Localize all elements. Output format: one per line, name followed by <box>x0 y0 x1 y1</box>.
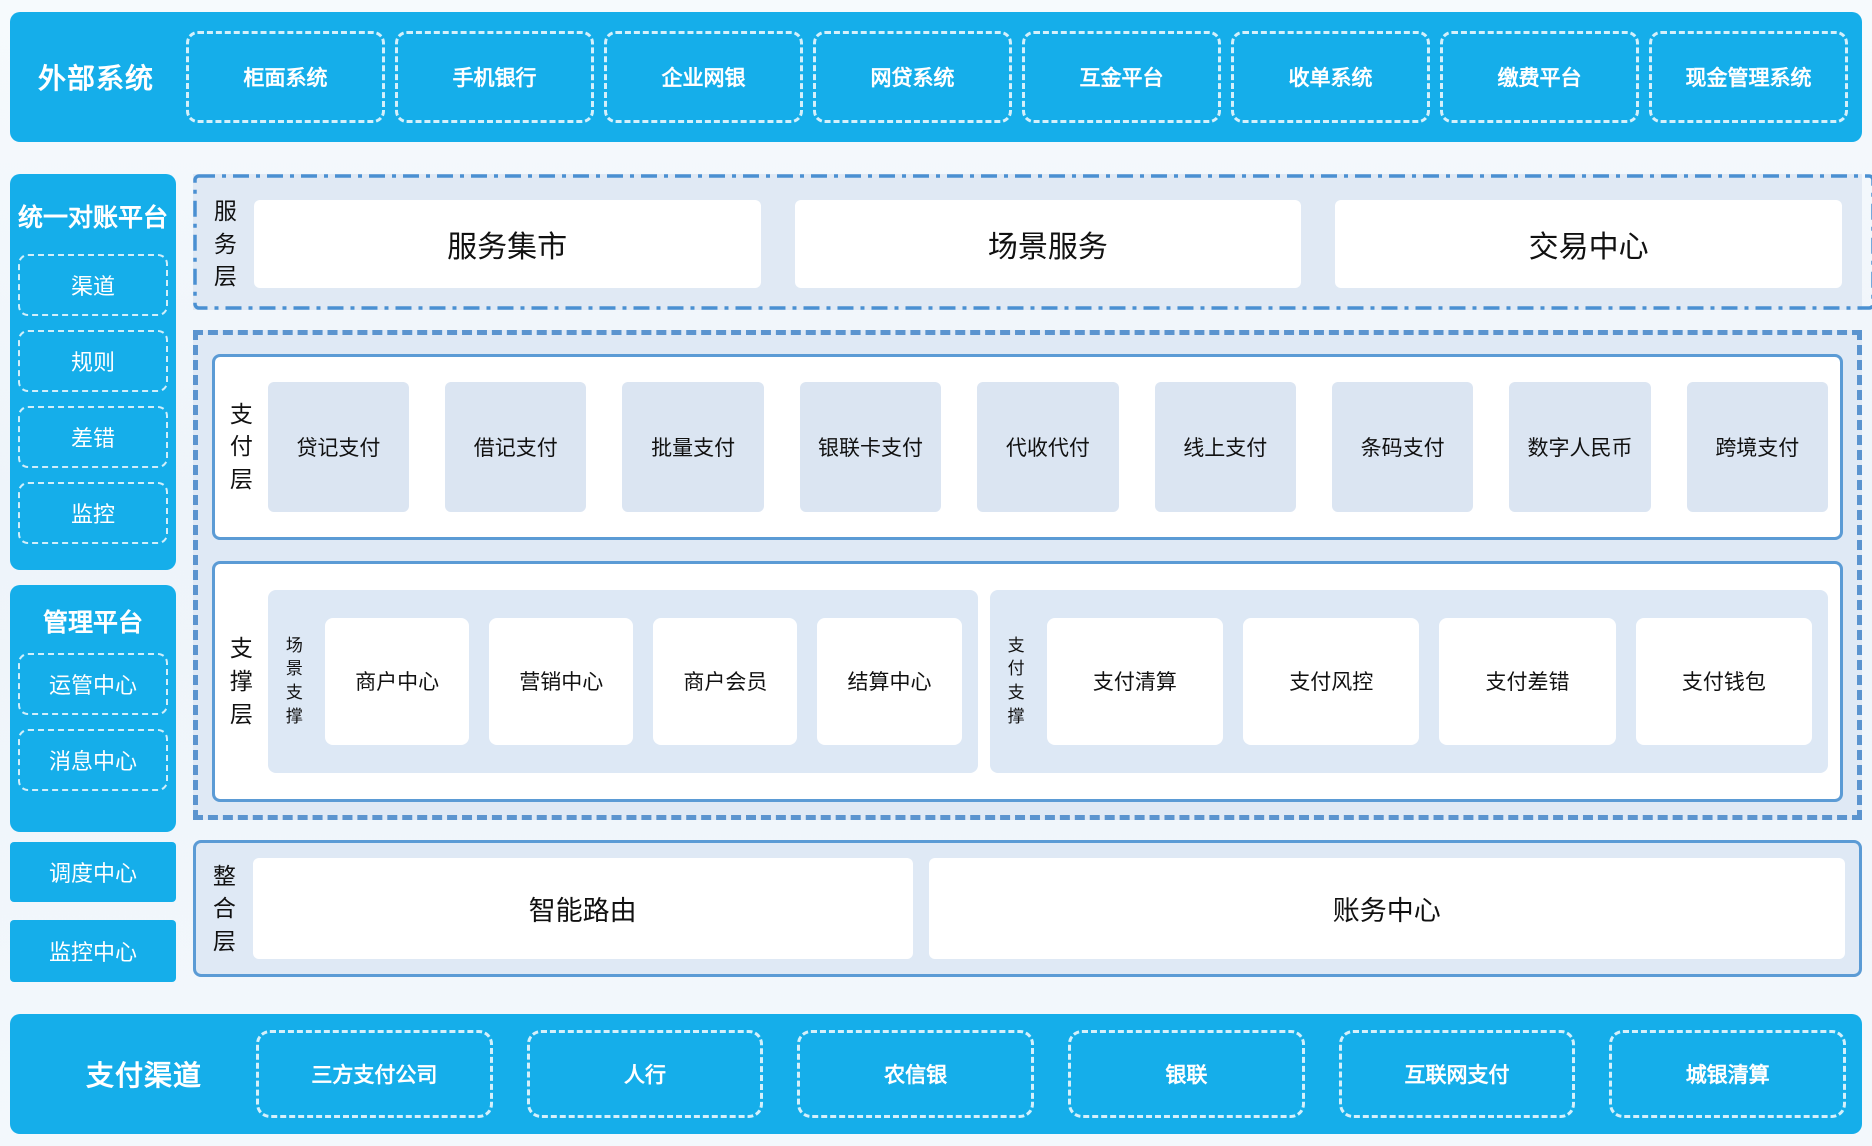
external-system-item: 网贷系统 <box>813 31 1012 123</box>
external-system-item: 手机银行 <box>395 31 594 123</box>
integration-layer-panel: 整合层 智能路由 账务中心 <box>193 840 1862 977</box>
dispatch-center-box: 调度中心 <box>10 842 177 902</box>
payment-support-label: 支付支撑 <box>1007 635 1025 727</box>
scene-support-item: 商户会员 <box>653 617 798 745</box>
payment-item: 代收代付 <box>977 381 1119 512</box>
payment-channel-item: 互联网支付 <box>1338 1030 1576 1118</box>
payment-support-container: 支付层 贷记支付 借记支付 批量支付 银联卡支付 代收代付 线上支付 条码支付 … <box>193 330 1862 820</box>
main-column: 服务层 服务集市 场景服务 交易中心 支付层 贷记支付 借记支付 批量支付 银联… <box>193 174 1872 982</box>
scene-support-label: 场景支撑 <box>285 635 303 727</box>
external-system-item: 柜面系统 <box>186 31 385 123</box>
payment-channel-item: 城银清算 <box>1609 1030 1847 1118</box>
payment-layer-label: 支付层 <box>229 400 253 493</box>
payment-support-group: 支付支撑 支付清算 支付风控 支付差错 支付钱包 <box>989 589 1828 773</box>
payment-channel-item: 三方支付公司 <box>256 1030 493 1118</box>
payment-item: 线上支付 <box>1154 381 1296 512</box>
support-layer-panel: 支撑层 场景支撑 商户中心 营销中心 商户会员 结算中心 支付支撑 支付清算 <box>212 560 1843 802</box>
monitoring-center-box: 监控中心 <box>10 920 177 982</box>
external-systems-title: 外部系统 <box>38 63 155 94</box>
integration-layer-items: 智能路由 账务中心 <box>252 858 1845 959</box>
reconciliation-platform-title: 统一对账平台 <box>18 204 169 232</box>
payment-support-item: 支付差错 <box>1439 617 1616 745</box>
diagram-body: 统一对账平台 渠道 规则 差错 监控 管理平台 运管中心 消息中心 调度中心 监… <box>10 174 1872 982</box>
payment-channels-items: 三方支付公司 人行 农信银 银联 互联网支付 城银清算 <box>256 1030 1847 1118</box>
reconciliation-item: 规则 <box>18 330 169 392</box>
management-platform-title: 管理平台 <box>43 609 144 637</box>
payment-channels-title: 支付渠道 <box>86 1060 203 1091</box>
reconciliation-item: 监控 <box>18 482 169 544</box>
management-platform-panel: 管理平台 运管中心 消息中心 <box>10 585 177 832</box>
service-layer-items: 服务集市 场景服务 交易中心 <box>253 200 1843 288</box>
payment-support-item: 支付风控 <box>1243 617 1420 745</box>
payment-item: 银联卡支付 <box>799 381 942 512</box>
scene-support-item: 结算中心 <box>817 617 962 745</box>
payment-item: 贷记支付 <box>267 381 410 512</box>
reconciliation-item: 渠道 <box>18 254 169 316</box>
payment-item: 批量支付 <box>622 381 764 512</box>
management-item: 运管中心 <box>18 653 169 715</box>
reconciliation-platform-panel: 统一对账平台 渠道 规则 差错 监控 <box>10 174 177 570</box>
payment-channel-item: 银联 <box>1068 1030 1305 1118</box>
payment-channel-item: 人行 <box>526 1030 764 1118</box>
payment-channels-bar: 支付渠道 三方支付公司 人行 农信银 银联 互联网支付 城银清算 <box>10 1014 1862 1134</box>
external-system-item: 互金平台 <box>1022 31 1221 123</box>
payment-channel-item: 农信银 <box>797 1030 1035 1118</box>
service-layer-label: 服务层 <box>213 198 237 290</box>
management-item: 消息中心 <box>18 729 169 791</box>
external-systems-items: 柜面系统 手机银行 企业网银 网贷系统 互金平台 收单系统 缴费平台 现金管理系… <box>186 31 1848 123</box>
scene-support-item: 商户中心 <box>325 617 470 745</box>
payment-support-item: 支付清算 <box>1046 617 1224 745</box>
external-system-item: 企业网银 <box>604 31 803 123</box>
left-column: 统一对账平台 渠道 规则 差错 监控 管理平台 运管中心 消息中心 调度中心 监… <box>10 174 177 982</box>
scene-support-group: 场景支撑 商户中心 营销中心 商户会员 结算中心 <box>267 589 978 773</box>
support-layer-label: 支撑层 <box>229 635 253 727</box>
external-system-item: 缴费平台 <box>1440 31 1639 123</box>
payment-item: 借记支付 <box>445 381 587 512</box>
payment-support-item: 支付钱包 <box>1635 617 1812 745</box>
service-item: 场景服务 <box>794 200 1302 288</box>
payment-item: 数字人民币 <box>1509 381 1651 512</box>
service-item: 交易中心 <box>1335 200 1843 288</box>
external-system-item: 现金管理系统 <box>1649 31 1848 123</box>
external-systems-bar: 外部系统 柜面系统 手机银行 企业网银 网贷系统 互金平台 收单系统 缴费平台 … <box>10 12 1862 142</box>
service-item: 服务集市 <box>253 200 761 288</box>
scene-support-item: 营销中心 <box>489 617 634 745</box>
payment-layer-items: 贷记支付 借记支付 批量支付 银联卡支付 代收代付 线上支付 条码支付 数字人民… <box>267 381 1828 512</box>
support-layer-groups: 场景支撑 商户中心 营销中心 商户会员 结算中心 支付支撑 支付清算 支付风控 … <box>267 589 1828 773</box>
payment-item: 跨境支付 <box>1686 381 1828 512</box>
payment-item: 条码支付 <box>1331 381 1474 512</box>
service-layer: 服务层 服务集市 场景服务 交易中心 <box>193 174 1872 310</box>
external-system-item: 收单系统 <box>1231 31 1430 123</box>
smart-routing-box: 智能路由 <box>252 858 913 959</box>
reconciliation-item: 差错 <box>18 406 169 468</box>
payment-layer-panel: 支付层 贷记支付 借记支付 批量支付 银联卡支付 代收代付 线上支付 条码支付 … <box>212 354 1843 540</box>
integration-layer-label: 整合层 <box>212 862 236 954</box>
accounting-center-box: 账务中心 <box>928 858 1845 959</box>
